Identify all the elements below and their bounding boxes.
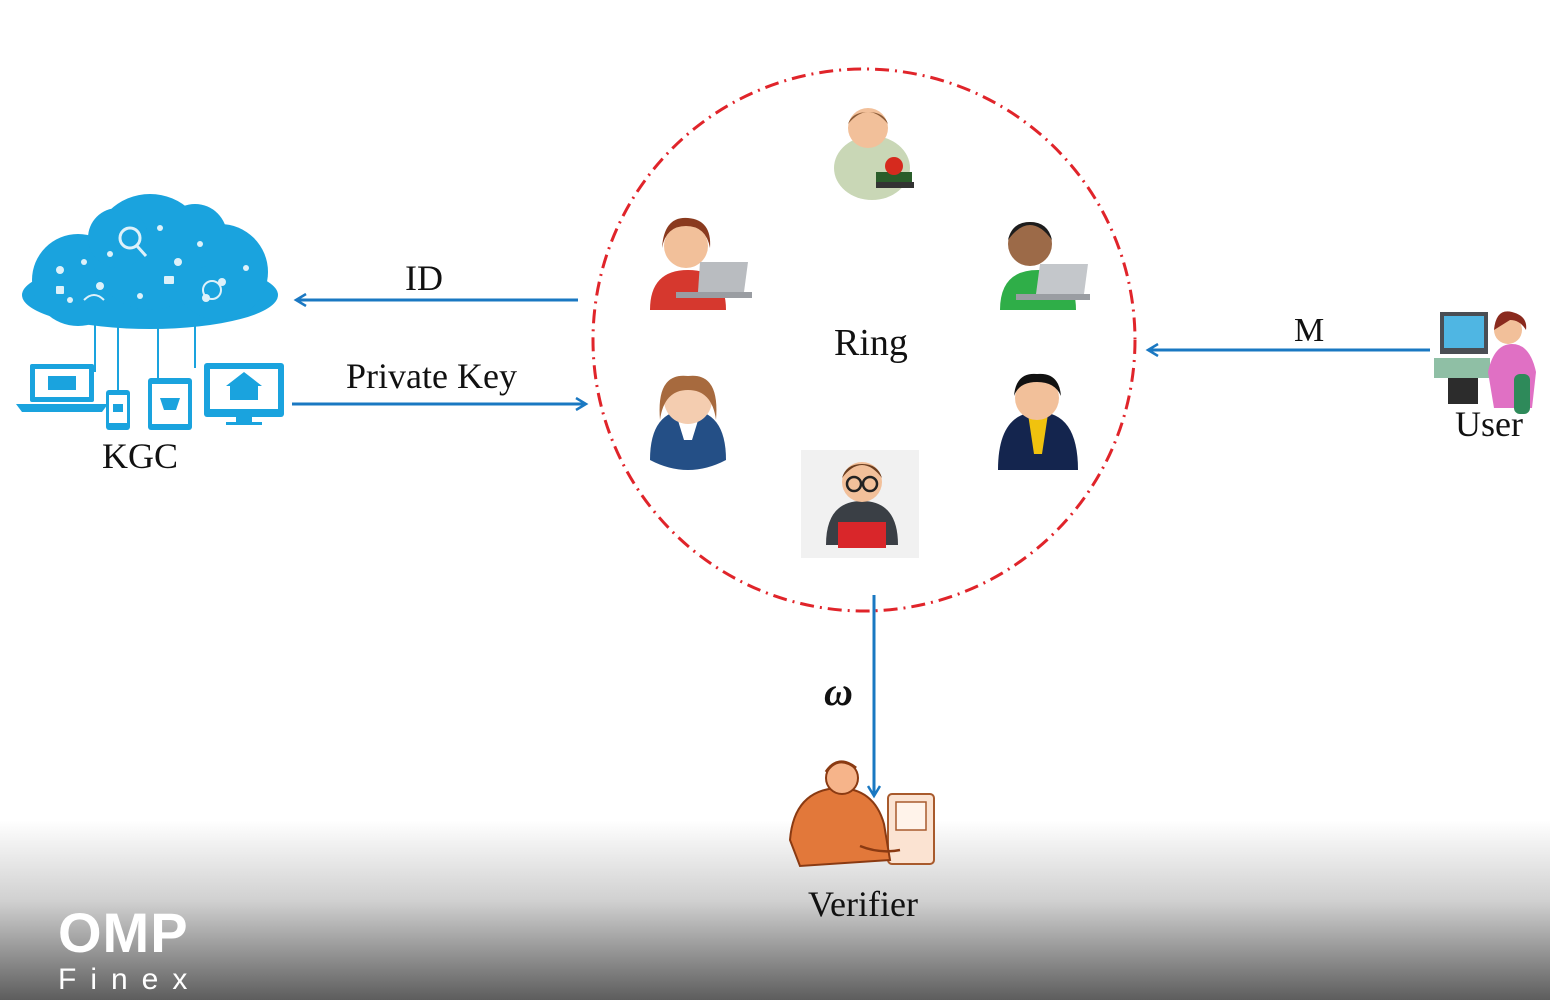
tablet-icon (148, 378, 192, 430)
node-label-user: User (1455, 404, 1523, 444)
edge-label-message: M (1294, 312, 1325, 349)
user-avatar (1434, 311, 1536, 414)
verifier-avatar (788, 760, 935, 868)
edge-label-private-key: Private Key (346, 356, 517, 396)
bottom-gradient (0, 820, 1550, 1000)
edge-label-signature: ω (824, 669, 853, 714)
cloud-icon (22, 194, 278, 390)
watermark-sub: Finex (58, 963, 202, 996)
member-top-avatar (834, 108, 914, 200)
member-left-bottom-avatar (650, 375, 726, 470)
member-left-top-avatar (650, 217, 752, 310)
watermark-brand: OMP (58, 901, 189, 964)
edge-label-id: ID (405, 258, 443, 298)
member-right-bottom-avatar (998, 373, 1078, 470)
member-right-top-avatar (1000, 222, 1090, 310)
node-label-verifier: Verifier (808, 884, 918, 924)
member-bottom-avatar (801, 450, 919, 558)
ring-boundary (591, 67, 1137, 613)
watermark-logo: OMP Finex (58, 905, 201, 995)
node-label-ring: Ring (834, 322, 908, 364)
phone-icon (106, 390, 130, 430)
node-label-kgc: KGC (102, 436, 179, 476)
monitor-icon (204, 363, 284, 425)
laptop-icon (16, 364, 108, 412)
